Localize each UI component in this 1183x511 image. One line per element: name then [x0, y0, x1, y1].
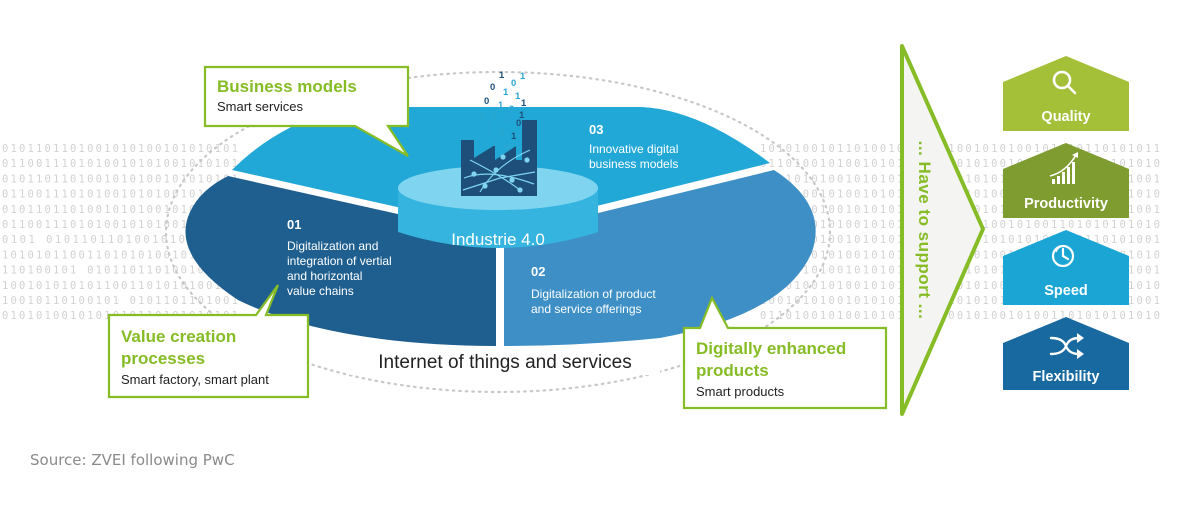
binary-stream-digit: 1	[515, 91, 521, 102]
binary-stream-digit: 0	[505, 142, 510, 153]
callout-business-models: Business models Smart services	[203, 65, 410, 157]
binary-stream-digit: 0	[492, 110, 497, 121]
binary-stream-digit: 1	[511, 131, 517, 142]
binary-stream-digit: 0	[490, 82, 495, 93]
binary-stream-digit: 0	[511, 78, 516, 89]
segment-01-number: 01	[287, 217, 301, 232]
growth-chart-icon	[1049, 152, 1078, 184]
binary-stream-digit: 0	[509, 104, 514, 115]
binary-stream-digit: 1	[504, 114, 510, 125]
binary-stream-digit: 1	[498, 100, 504, 111]
outcome-productivity: Productivity	[1003, 143, 1129, 218]
callout-digital-products: Digitally enhanced products Smart produc…	[682, 295, 888, 410]
magnifier-icon	[1052, 70, 1077, 95]
digital-products-title-1: Digitally enhanced	[696, 339, 846, 358]
support-arrow: ... Have to support ...	[900, 44, 985, 416]
shuffle-icon	[1049, 336, 1081, 356]
stopwatch-icon	[1051, 244, 1075, 268]
binary-left-row: 1001010101011001101010100101	[2, 280, 238, 292]
center-label: Industrie 4.0	[451, 230, 545, 249]
binary-stream-digit: 0	[499, 127, 504, 138]
business-models-title: Business models	[217, 77, 357, 96]
outcome-quality: Quality	[1003, 56, 1129, 131]
binary-stream-digit: 0	[484, 96, 489, 107]
segment-02-number: 02	[531, 264, 545, 279]
outcome-productivity-label: Productivity	[1024, 196, 1108, 212]
binary-stream-digit: 0	[516, 118, 521, 129]
outcome-flexibility: Flexibility	[1003, 317, 1129, 390]
binary-left-row: 10010110100101 0101101101001	[2, 295, 238, 307]
binary-stream-digit: 1	[493, 138, 499, 149]
binary-left-row: 0101101101001010100101010101	[2, 143, 238, 155]
outcome-speed-label: Speed	[1044, 283, 1088, 299]
value-creation-title-2: processes	[121, 349, 205, 368]
business-models-subtitle: Smart services	[217, 99, 303, 114]
outer-dotted-ring	[164, 70, 832, 394]
outcome-speed: Speed	[1003, 230, 1129, 305]
segment-03-line-1: Innovative digital	[589, 142, 678, 156]
support-arrow-label: ... Have to support ...	[915, 141, 934, 320]
outcome-quality-label: Quality	[1041, 109, 1090, 125]
value-creation-title-1: Value creation	[121, 327, 236, 346]
segment-01-line-3: and horizontal	[287, 269, 362, 283]
outer-ring-label: Internet of things and services	[378, 352, 631, 373]
digital-products-title-2: products	[696, 361, 769, 380]
segment-01-line-2: integration of vertial	[287, 254, 392, 268]
binary-left-row: 0101 0101101101001010100101	[2, 234, 238, 246]
binary-stream-digit: 1	[486, 123, 492, 134]
value-creation-subtitle: Smart factory, smart plant	[121, 372, 269, 387]
binary-left-row: 0101101101001010100101010101	[2, 173, 238, 185]
ring-label-background	[350, 347, 660, 375]
callout-value-creation: Value creation processes Smart factory, …	[107, 284, 310, 399]
segment-02-line-1: Digitalization of product	[531, 287, 656, 301]
binary-stream-digit: 1	[499, 70, 505, 81]
binary-stream-digit: 0	[480, 112, 485, 123]
source-note: Source: ZVEI following PwC	[30, 451, 235, 469]
binary-stream-digit: 1	[521, 98, 527, 109]
factory-icon	[461, 120, 537, 196]
binary-stream-digit: 1	[519, 110, 525, 121]
segment-02-line-2: and service offerings	[531, 302, 642, 316]
segment-01-line-4: value chains	[287, 284, 354, 298]
binary-stream-digit: 1	[520, 71, 526, 82]
outcome-flexibility-label: Flexibility	[1033, 369, 1100, 385]
segment-03-number: 03	[589, 122, 603, 137]
segment-03-line-2: business models	[589, 157, 678, 171]
binary-stream-digit: 1	[503, 87, 509, 98]
segment-01-line-1: Digitalization and	[287, 239, 378, 253]
binary-right-row: 0110100101001010101011001010010100110101…	[760, 310, 1160, 322]
segment-02-right	[504, 170, 816, 346]
digital-products-subtitle: Smart products	[696, 384, 785, 399]
